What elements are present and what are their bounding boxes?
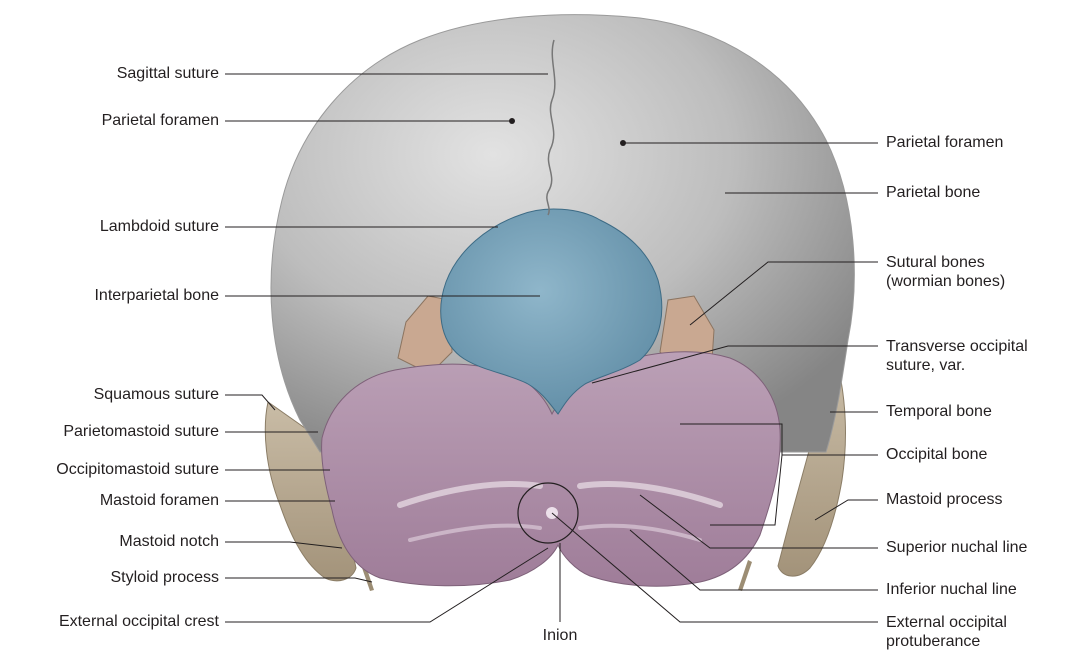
label-external-occipital-crest: External occipital crest	[59, 612, 219, 631]
label-mastoid-process: Mastoid process	[886, 490, 1003, 509]
label-parietal-foramen-left: Parietal foramen	[102, 111, 219, 130]
label-inion: Inion	[520, 626, 600, 645]
label-parietomastoid-suture: Parietomastoid suture	[63, 422, 219, 441]
label-parietal-bone: Parietal bone	[886, 183, 980, 202]
label-transverse-occipital-suture: Transverse occipital suture, var.	[886, 337, 1028, 375]
label-mastoid-notch: Mastoid notch	[119, 532, 219, 551]
leader-styloid-process	[225, 578, 372, 582]
label-occipitomastoid-suture: Occipitomastoid suture	[56, 460, 219, 479]
label-temporal-bone: Temporal bone	[886, 402, 992, 421]
label-interparietal-bone: Interparietal bone	[94, 286, 219, 305]
label-parietal-foramen-right: Parietal foramen	[886, 133, 1003, 152]
label-mastoid-foramen: Mastoid foramen	[100, 491, 219, 510]
label-styloid-process: Styloid process	[111, 568, 220, 587]
styloid-process-right	[738, 560, 752, 591]
label-squamous-suture: Squamous suture	[94, 385, 219, 404]
label-sagittal-suture: Sagittal suture	[117, 64, 219, 83]
label-superior-nuchal-line: Superior nuchal line	[886, 538, 1027, 557]
label-lambdoid-suture: Lambdoid suture	[100, 217, 219, 236]
label-sutural-bones: Sutural bones (wormian bones)	[886, 253, 1005, 291]
label-external-occipital-protuberance: External occipital protuberance	[886, 613, 1007, 651]
label-occipital-bone: Occipital bone	[886, 445, 987, 464]
label-inferior-nuchal-line: Inferior nuchal line	[886, 580, 1017, 599]
